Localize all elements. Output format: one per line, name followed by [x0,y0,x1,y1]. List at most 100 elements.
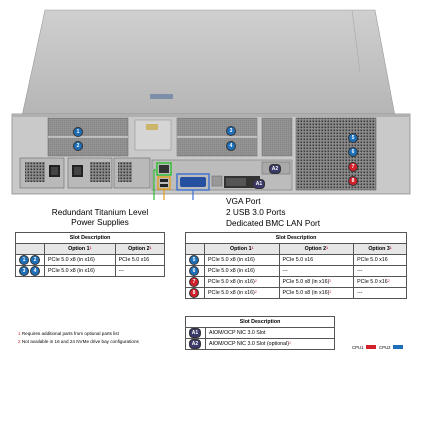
legend-cpu2-label: CPU2 [379,345,391,350]
badge-cell: A2 [185,338,206,350]
badge-cell: A1 [185,327,206,339]
option1-header: Option 11 [204,243,280,255]
slot-badge: 4 [30,266,40,276]
slot-badge-1: 1 [73,127,83,137]
option1-cell: PCIe 5.0 x8 (in x16)2 [204,287,280,299]
slot-table-left-title: Slot Description [15,232,165,244]
option1-cell: PCIe 5.0 x8 (in x16) [204,254,280,266]
option2-cell: PCIe 5.0 x8 (in x16)2 [278,276,355,288]
option1-text: PCIe 5.0 x8 (in x16) [208,279,255,285]
vga-leader-line [192,190,194,200]
option3-header: Option 31 [353,243,407,255]
footnote-mark: 1 [251,246,254,250]
psu-label-line1: Redundant Titanium Level [51,207,149,217]
footnote-mark: 1 [326,246,329,250]
table-row: 7 PCIe 5.0 x8 (in x16)2 PCIe 5.0 x8 (in … [185,276,407,288]
aiom-badge-a1: A1 [253,179,265,189]
slot-table-aiom: Slot Description A1 AIOM/OCP NIC 3.0 Slo… [185,316,335,350]
footnote-mark: 1 [288,341,291,345]
slot-badge-2: 2 [73,141,83,151]
option2-cell: PCIe 5.0 x8 (in x16)2 [278,287,355,299]
footnote-1: 1 Requires additional parts from optiona… [18,331,119,336]
badge-cell: 6 [185,265,205,277]
option2-cell: --- [278,265,355,277]
option1-header: Option 11 [44,243,116,255]
footnote-1-mark: 1 [18,331,21,336]
aiom-desc-text: AIOM/OCP NIC 3.0 Slot [209,330,266,336]
option2-header-text: Option 2 [128,246,150,252]
table-row: 8 PCIe 5.0 x8 (in x16)2 PCIe 5.0 x8 (in … [185,287,407,299]
footnote-mark: 2 [387,279,390,283]
slot-badge-6: 6 [348,147,358,157]
server-rear-view [11,9,411,200]
slot-badge-7: 7 [348,162,358,172]
footnote-1-text: Requires additional parts from optional … [21,331,119,336]
slot-badge-3: 3 [226,126,236,136]
option2-header-text: Option 2 [304,246,327,252]
psu-label: Redundant Titanium Level Power Supplies [20,207,180,227]
option2-header: Option 21 [278,243,355,255]
footnote-mark: 2 [254,279,257,283]
bmc-lan-port-highlight [156,162,172,176]
table-row: 5 PCIe 5.0 x8 (in x16) PCIe 5.0 x16 PCIe… [185,254,407,266]
option3-text: PCIe 5.0 x16 [357,279,388,285]
option3-cell: PCIe 5.0 x162 [353,276,407,288]
footnote-2-mark: 2 [18,339,21,344]
power-supply-2 [67,157,113,189]
option2-cell: --- [114,265,166,277]
bmc-leader-line [153,169,156,200]
footnote-mark: 1 [389,246,392,250]
legend-cpu2-swatch [393,345,403,349]
footnote-mark: 2 [329,290,332,294]
usb-leader-line [163,189,165,200]
chassis-top-lid [21,9,396,117]
badge-cell: 7 [185,276,205,288]
slot-table-right-title: Slot Description [185,232,407,244]
badge-column-header [185,243,205,255]
option1-cell: PCIe 5.0 x8 (in x16) [44,265,116,277]
option2-cell: PCIe 5.0 x16 [114,254,166,266]
option2-text: PCIe 5.0 x8 (in x16) [282,279,330,285]
power-supply-1 [19,157,65,189]
footnote-mark: 1 [89,246,92,250]
slot-badge: 3 [19,266,29,276]
option3-cell: --- [353,287,407,299]
footnote-mark: 1 [149,246,152,250]
option3-cell: PCIe 5.0 x16 [353,254,407,266]
aiom-badge-a2: A2 [269,164,281,174]
option1-cell: PCIe 5.0 x8 (in x16) [44,254,116,266]
option1-text: PCIe 5.0 x8 (in x16) [208,290,255,296]
pcie-riser-right [295,117,377,191]
aiom-badge: A2 [189,339,201,349]
aiom-desc-text: AIOM/OCP NIC 3.0 Slot (optional) [209,341,289,347]
aiom-badge: A1 [189,328,201,338]
aiom-desc-cell: AIOM/OCP NIC 3.0 Slot [205,327,335,339]
slot-badge-8: 8 [348,176,358,186]
slot-badge: 1 [19,255,29,265]
aiom-desc-cell: AIOM/OCP NIC 3.0 Slot (optional)1 [205,338,335,350]
slot-badge: 6 [189,266,199,276]
slot-badge: 7 [189,277,199,287]
badge-cell: 5 [185,254,205,266]
legend-cpu1-swatch [366,345,376,349]
table-row: A1 AIOM/OCP NIC 3.0 Slot [185,327,335,339]
table-row: 6 PCIe 5.0 x8 (in x16) --- --- [185,265,407,277]
badge-column-header [15,243,45,255]
option2-header: Option 21 [114,243,166,255]
footnote-2-text: Not available in 16 and 24 NVMe drive ba… [21,339,139,344]
slot-badge: 2 [30,255,40,265]
table-row: A2 AIOM/OCP NIC 3.0 Slot (optional)1 [185,338,335,350]
slot-badge: 8 [189,288,199,298]
option3-cell: --- [353,265,407,277]
footnote-mark: 2 [329,279,332,283]
option1-cell: PCIe 5.0 x8 (in x16) [204,265,280,277]
pcie-riser-center-top [134,119,172,151]
option1-header-text: Option 1 [230,246,252,252]
psu-label-line2: Power Supplies [71,217,129,227]
option1-cell: PCIe 5.0 x8 (in x16)2 [204,276,280,288]
